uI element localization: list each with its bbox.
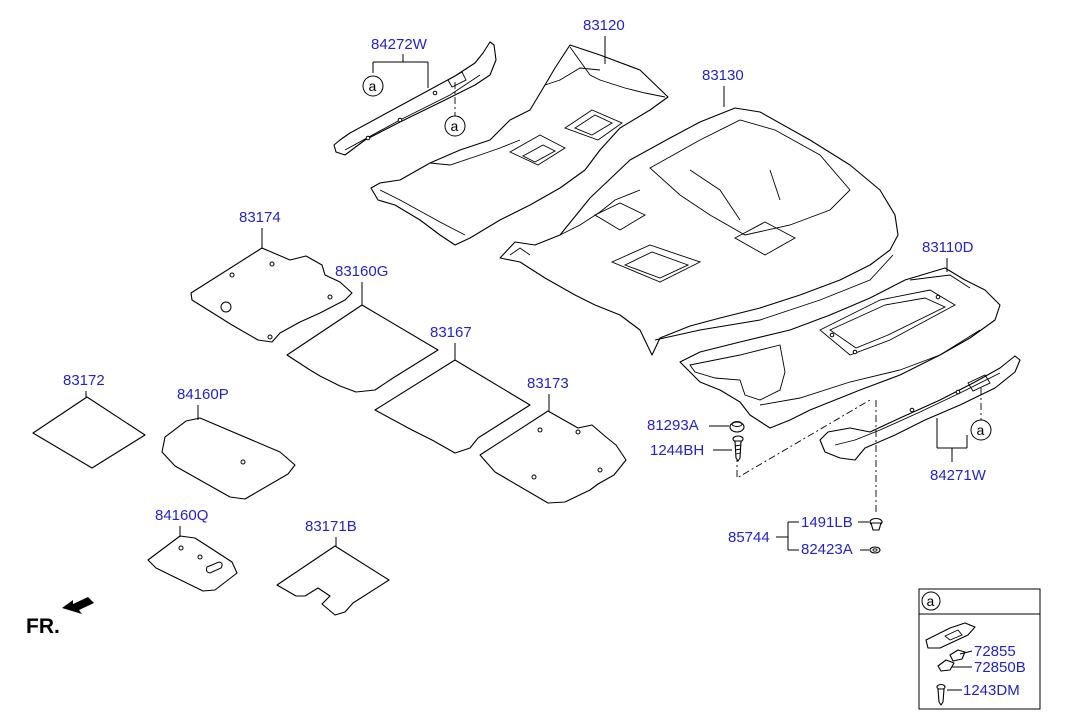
callout-a-84271w-letter: a — [977, 422, 985, 438]
part-number-83130[interactable]: 83130 — [702, 67, 744, 84]
callout-a-84272w-right-letter: a — [451, 118, 459, 134]
callout-a-84271w — [970, 419, 992, 441]
part-83110d-drawing — [679, 267, 1001, 429]
part-number-84160q[interactable]: 84160Q — [155, 507, 208, 524]
part-1244bh-drawing — [732, 435, 744, 462]
part-number-84271w[interactable]: 84271W — [930, 467, 987, 484]
part-number-1244bh[interactable]: 1244BH — [650, 442, 704, 459]
dash-fastener-group — [736, 399, 877, 515]
part-83173-drawing — [479, 410, 627, 504]
leader-84272w — [372, 54, 429, 88]
front-direction-label: FR. — [26, 615, 60, 638]
part-number-83173[interactable]: 83173 — [527, 375, 569, 392]
part-number-72855[interactable]: 72855 — [974, 643, 1016, 660]
leader-84271w — [936, 418, 968, 462]
callout-a-84272w-left-letter: a — [369, 78, 377, 94]
part-number-83120[interactable]: 83120 — [583, 17, 625, 34]
part-number-82423a[interactable]: 82423A — [801, 541, 853, 558]
part-84271w-drawing — [819, 355, 1021, 461]
part-84160q-drawing — [147, 535, 238, 592]
part-number-83167[interactable]: 83167 — [430, 324, 472, 341]
part-1491lb-drawing — [869, 517, 883, 531]
part-82423a-drawing — [869, 546, 881, 554]
part-number-81293a[interactable]: 81293A — [647, 417, 699, 434]
detail-box-a-letter: a — [927, 593, 935, 609]
part-number-83174[interactable]: 83174 — [239, 209, 281, 226]
part-83160g-drawing — [286, 304, 439, 393]
part-number-72850b[interactable]: 72850B — [974, 659, 1026, 676]
part-number-84160p[interactable]: 84160P — [177, 386, 229, 403]
part-number-83110d[interactable]: 83110D — [922, 239, 974, 256]
part-number-1243dm[interactable]: 1243DM — [963, 682, 1020, 699]
callout-a-84272w-left — [362, 75, 384, 97]
callout-a-84272w-right — [444, 115, 466, 137]
part-number-83171b[interactable]: 83171B — [305, 518, 357, 535]
part-number-83172[interactable]: 83172 — [63, 372, 105, 389]
part-83167-drawing — [374, 359, 531, 454]
part-84160p-drawing — [161, 417, 296, 500]
detail-box-a: a — [918, 588, 1041, 710]
part-83120-drawing — [370, 44, 669, 246]
leader-85744 — [776, 521, 799, 551]
part-number-83160g[interactable]: 83160G — [335, 263, 388, 280]
part-number-85744[interactable]: 85744 — [728, 529, 770, 546]
part-83130-drawing — [499, 107, 899, 356]
part-81293a-drawing — [729, 421, 745, 433]
part-83172-drawing — [32, 396, 146, 469]
part-83174-drawing — [190, 247, 353, 343]
part-number-84272w[interactable]: 84272W — [371, 36, 428, 53]
front-direction-arrow-icon — [62, 597, 94, 614]
part-84272w-drawing — [333, 41, 497, 156]
part-83171b-drawing — [276, 545, 390, 616]
part-number-1491lb[interactable]: 1491LB — [801, 514, 853, 531]
